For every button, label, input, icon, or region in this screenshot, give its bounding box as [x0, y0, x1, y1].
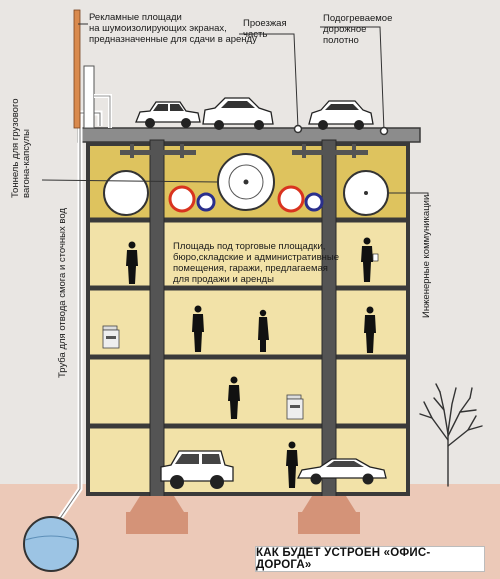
ad-screen-pole	[73, 9, 81, 129]
utilities-label: Инженерные коммуникации	[421, 194, 432, 318]
column-right	[321, 139, 337, 513]
road-deck	[77, 127, 421, 143]
pipe-icon	[277, 185, 305, 213]
person-icon	[192, 305, 204, 352]
foundation-right	[302, 496, 356, 512]
person-icon	[258, 309, 269, 352]
car-icon	[296, 458, 387, 485]
cargo-tunnel-label: Тоннель для грузового вагона-капсулы	[10, 98, 32, 199]
heated-road-label: Подогреваемое дорожное полотно	[323, 13, 393, 46]
pipe-icon	[196, 192, 216, 212]
car-icon	[308, 100, 374, 130]
person-icon	[228, 376, 240, 419]
car-icon	[135, 101, 201, 128]
pipe-icon	[103, 170, 149, 216]
ad-areas-label: Рекламные площади на шумоизолирующих экр…	[89, 12, 257, 45]
tree-icon	[419, 383, 483, 487]
copier-icon	[102, 325, 120, 349]
caption: КАК БУДЕТ УСТРОЕН «ОФИС-ДОРОГА»	[255, 546, 485, 572]
person-icon	[286, 441, 298, 488]
water-tank-icon	[23, 516, 79, 572]
smog-pipe-label: Труба для отвода смога и сточных вод	[57, 208, 68, 378]
column-left	[149, 139, 165, 513]
person-icon	[364, 306, 376, 353]
floor-space-label: Площадь под торговые площадки, бюро,скла…	[173, 241, 339, 285]
car-icon	[160, 450, 234, 489]
person-icon	[361, 237, 379, 282]
pipe-icon	[304, 192, 324, 212]
foundation-left	[130, 496, 184, 512]
person-icon	[126, 241, 138, 284]
pipe-icon	[168, 185, 196, 213]
copier-icon	[286, 394, 304, 420]
carriageway-label: Проезжая часть	[243, 18, 287, 40]
car-icon	[202, 97, 274, 130]
